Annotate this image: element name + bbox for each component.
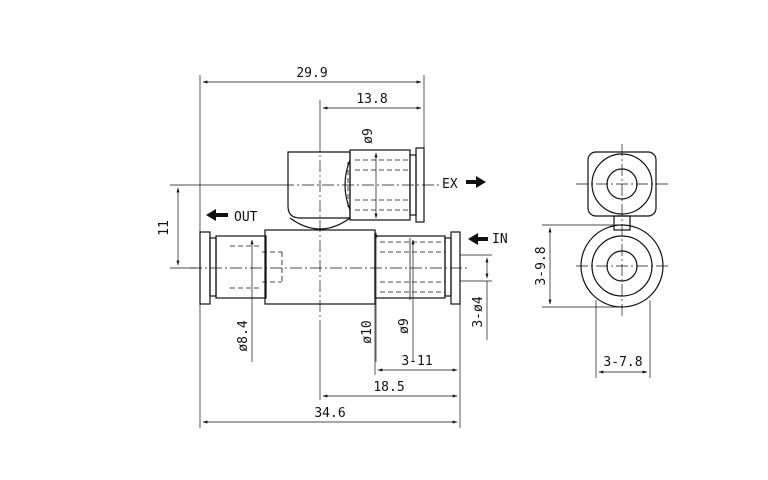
label-upper-bore: ø9 bbox=[361, 128, 376, 144]
label-length: 34.6 bbox=[314, 406, 345, 421]
in-arrow-icon bbox=[468, 233, 488, 245]
dimensions-front bbox=[170, 75, 492, 428]
label-port-ex: EX bbox=[442, 177, 458, 192]
ex-arrow-icon bbox=[466, 176, 486, 188]
label-center: 18.5 bbox=[373, 380, 404, 395]
label-offset: 11 bbox=[157, 220, 172, 236]
right-collet bbox=[444, 237, 452, 297]
upper-branch-body bbox=[287, 151, 351, 219]
label-port-out: OUT bbox=[234, 210, 258, 225]
label-upper-width: 13.8 bbox=[356, 92, 387, 107]
label-socket: 3-11 bbox=[401, 354, 432, 369]
dimensions-side bbox=[542, 224, 651, 378]
label-out-bore: ø8.4 bbox=[236, 320, 251, 351]
label-tube: 3-ø4 bbox=[471, 296, 486, 327]
front-view bbox=[190, 140, 470, 320]
label-side-height: 3-9.8 bbox=[534, 246, 549, 285]
left-socket bbox=[215, 235, 267, 299]
label-port-in: IN bbox=[492, 232, 508, 247]
left-collet bbox=[209, 237, 217, 297]
label-total-width: 29.9 bbox=[296, 66, 327, 81]
label-side-width: 3-7.8 bbox=[603, 355, 642, 370]
out-arrow-icon bbox=[206, 209, 228, 221]
label-in-bore: ø9 bbox=[397, 318, 412, 334]
side-view bbox=[576, 144, 668, 318]
label-body-dia: ø10 bbox=[360, 320, 375, 343]
